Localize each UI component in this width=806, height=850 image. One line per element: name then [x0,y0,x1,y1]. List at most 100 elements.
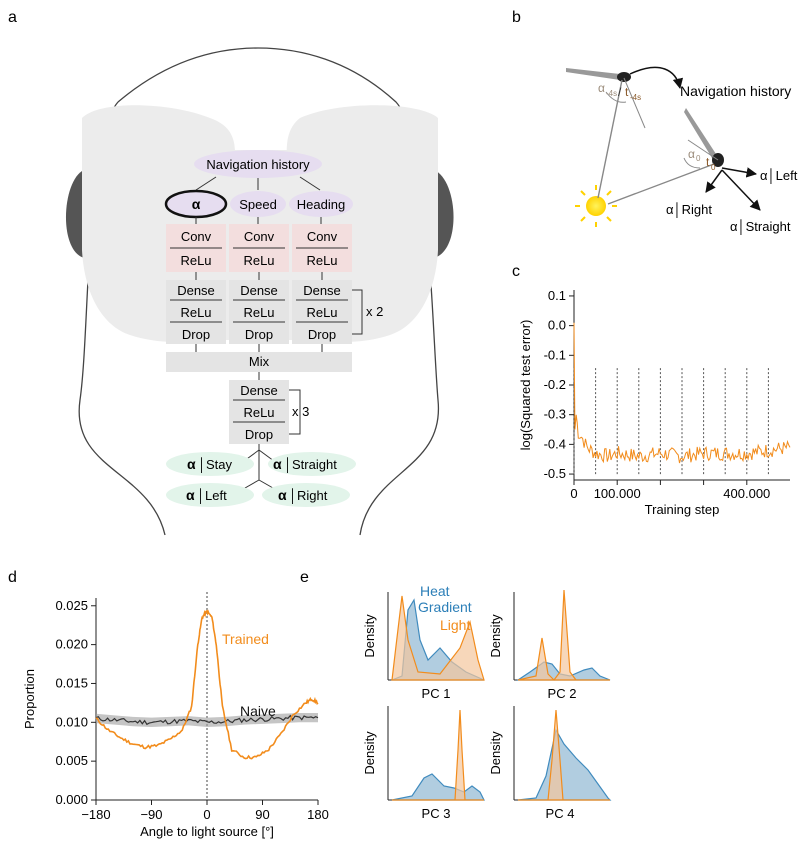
svg-text:│: │ [198,457,206,473]
mix-block [166,352,352,372]
x-axis-label: PC 1 [422,686,451,701]
light-density [518,709,610,801]
left-eye [65,170,84,258]
connector [299,176,321,191]
dense-label: Dense [177,283,215,298]
connector [195,176,217,191]
heat-gradient-density [391,773,485,801]
out-straight-label: α│Straight [730,219,791,235]
drop-label: Drop [245,327,273,342]
y-axis-label: Density [362,614,377,658]
conv-block-speed: Conv ReLu [229,224,289,272]
x-axis-label: PC 3 [422,806,451,821]
svg-text:Left: Left [205,488,227,503]
nav-history-arrow [629,66,684,90]
x-tick-label: 0 [570,486,577,501]
panel-a: Navigation history α Speed Heading Conv … [65,47,454,536]
drop-label: Drop [308,327,336,342]
x-axis-label: PC 4 [546,806,575,821]
svg-text:Stay: Stay [206,457,233,472]
trained-legend-label: Trained [222,631,269,647]
conv-label: Conv [181,229,212,244]
y-tick-label: 0.005 [55,753,88,768]
x-tick-label: 180 [307,807,329,822]
input-speed-label: Speed [239,197,277,212]
nav-history-node [194,150,322,178]
x-axis-label: PC 2 [548,686,577,701]
dense-label: Dense [240,283,278,298]
sun-icon [575,185,617,227]
alpha-past-label: α [598,81,605,95]
dense-block-heading: Dense ReLu Drop [292,280,352,344]
alpha-now-label: α [688,147,695,161]
relu-label: ReLu [243,305,274,320]
repeat-x2-label: x 2 [366,304,383,319]
svg-text:α: α [278,487,287,503]
t-past-separator: / [618,85,622,99]
y-tick-label: 0.025 [55,598,88,613]
legend-gradient: Gradient [418,599,472,615]
error-line [573,322,791,464]
output-straight: α │ Straight [268,452,356,476]
heading-line-past [623,77,646,129]
y-tick-label: -0.4 [544,436,566,451]
x-tick-label: 400.000 [723,486,770,501]
y-tick-label: -0.1 [544,347,566,362]
y-tick-label: 0.1 [548,288,566,303]
x-tick-label: −90 [140,807,162,822]
y-tick-label: -0.5 [544,466,566,481]
t-now-sub: 0 [711,163,716,172]
trained-line [95,609,319,760]
relu-label: ReLu [306,253,337,268]
panel-label-c: c [512,263,520,280]
alpha-now-sub: 0 [696,154,701,163]
relu-label: ReLu [306,305,337,320]
svg-text:Right: Right [297,488,328,503]
angle-arc-past [605,91,627,103]
arrow-straight [721,169,761,211]
light-density [391,595,485,681]
svg-text:α: α [273,456,282,472]
dense-block-final: Dense ReLu Drop [229,380,289,444]
y-tick-label: -0.3 [544,407,566,422]
heading-line-now [687,139,719,161]
input-speed [230,191,286,217]
svg-text:│: │ [289,488,297,504]
angle-arc-now [683,157,701,169]
output-right: α │ Right [262,483,350,507]
conv-label: Conv [307,229,338,244]
t-now-label: t [706,155,710,169]
y-tick-label: -0.2 [544,377,566,392]
conv-label: Conv [244,229,275,244]
dense-label: Dense [303,283,341,298]
x-axis-label: Training step [645,502,720,517]
input-heading-label: Heading [297,197,345,212]
drop-label: Drop [245,427,273,442]
t-past-label: t [625,85,629,99]
legend-light: Light [440,617,470,633]
light-density [517,589,610,681]
right-eye [434,170,454,258]
conv-block-heading: Conv ReLu [292,224,352,272]
out-right-label: α│Right [666,202,712,218]
naive-line [95,714,319,726]
y-axis-label: Proportion [22,669,37,729]
dense-block-speed: Dense ReLu Drop [229,280,289,344]
svg-text:Straight: Straight [292,457,337,472]
dense-label: Dense [240,383,278,398]
input-alpha-label: α [192,196,201,212]
light-density [392,709,484,801]
relu-label: ReLu [180,305,211,320]
arrow-right [705,169,723,193]
x-axis-label: Angle to light source [°] [140,824,274,839]
mix-label: Mix [249,354,270,369]
svg-text:α: α [186,487,195,503]
out-left-label: α│Left [760,168,798,184]
alpha-past-sub: -4s [606,89,617,98]
repeat-x3-label: x 3 [292,404,309,419]
y-axis-label: Density [362,731,377,775]
conv-block-alpha: Conv ReLu [166,224,226,272]
